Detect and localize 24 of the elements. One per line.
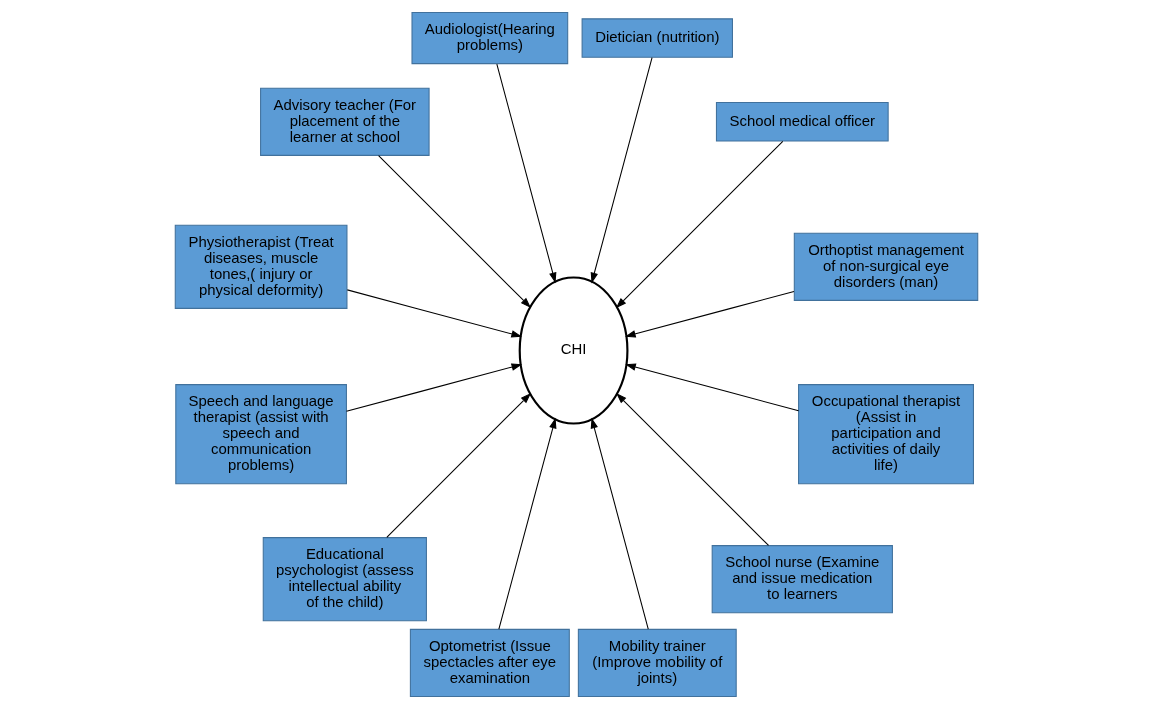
node-box: Optometrist (Issue spectacles after eye examination <box>409 628 570 698</box>
arrow <box>386 393 532 538</box>
node-box: Orthoptist management of non-surgical eye disorders (man) <box>793 232 979 301</box>
node-box: Speech and language therapist (assist with speech and communication problems) <box>175 384 347 485</box>
arrow <box>624 290 795 338</box>
node-box: Mobility trainer (Improve mobility of joints) <box>577 628 737 698</box>
arrow <box>345 363 523 412</box>
node-box: Physiotherapist (Treat diseases, muscle tones,( injury or physical deformity) <box>174 224 348 309</box>
arrow <box>496 63 557 284</box>
node-box: Educational psychologist (assess intellectual ability of the child) <box>262 537 427 622</box>
arrow <box>625 363 800 412</box>
node-box: Advisory teacher (For placement of the learner at school <box>260 87 430 156</box>
arrow <box>616 393 770 546</box>
arrow <box>590 417 649 630</box>
node-box: Dietician (nutrition) <box>581 18 733 58</box>
node-box: School medical officer <box>715 102 889 142</box>
arrow <box>498 417 557 630</box>
arrow <box>615 140 784 309</box>
node-box: Audiologist(Hearing problems) <box>411 11 569 65</box>
node-box: School nurse (Examine and issue medication to learners <box>711 545 893 614</box>
arrow <box>378 155 532 308</box>
arrow <box>590 57 653 284</box>
node-box: Occupational therapist (Assist in participation and activities of daily life) <box>798 384 974 485</box>
arrow <box>346 289 523 338</box>
